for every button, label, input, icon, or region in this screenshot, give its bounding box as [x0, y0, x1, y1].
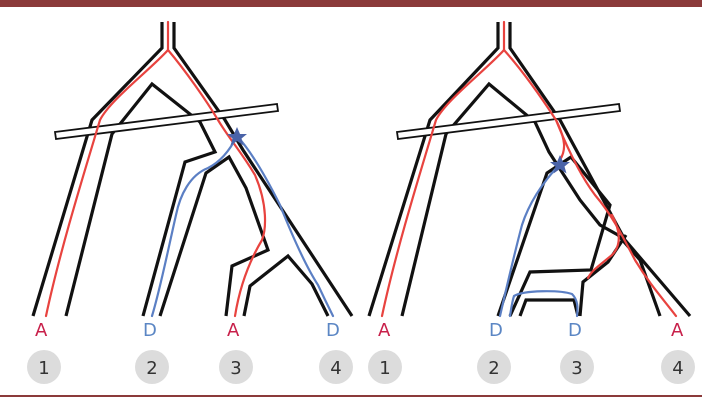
taxon-number: 2 [488, 358, 499, 379]
taxon-badge-1: 1 [368, 350, 402, 384]
left-panel: A D A D 1 2 3 4 [27, 22, 353, 384]
allele-label: A [378, 320, 391, 341]
allele-label: D [489, 320, 503, 341]
taxon-badge-2: 2 [477, 350, 511, 384]
allele-label: D [326, 320, 340, 341]
red-lineage-1 [382, 22, 504, 316]
allele-label: A [227, 320, 240, 341]
taxon-number: 2 [146, 358, 157, 379]
red-lineage-3 [168, 50, 265, 316]
taxon-badge-3: 3 [219, 350, 253, 384]
red-lineage-1 [46, 22, 168, 316]
allele-label: D [568, 320, 582, 341]
allele-label: A [35, 320, 48, 341]
taxon-number: 3 [230, 358, 241, 379]
blue-lineage-2 [500, 164, 560, 316]
lineage-d [500, 164, 577, 316]
right-panel: A D D A 1 2 3 4 [368, 22, 695, 384]
taxon-badge-4: 4 [319, 350, 353, 384]
taxon-number: 3 [571, 358, 582, 379]
taxon-number: 4 [672, 358, 683, 379]
allele-label: D [143, 320, 157, 341]
taxon-number: 1 [379, 358, 390, 379]
blue-lineage-2 [152, 136, 237, 316]
taxon-badge-4: 4 [661, 350, 695, 384]
species-tree-outline [33, 22, 352, 316]
taxon-badge-3: 3 [560, 350, 594, 384]
lineage-d [152, 136, 333, 316]
time-slice [55, 104, 278, 139]
allele-label: A [671, 320, 684, 341]
taxon-badge-1: 1 [27, 350, 61, 384]
taxon-badge-2: 2 [135, 350, 169, 384]
taxon-number: 4 [330, 358, 341, 379]
taxon-number: 1 [38, 358, 49, 379]
